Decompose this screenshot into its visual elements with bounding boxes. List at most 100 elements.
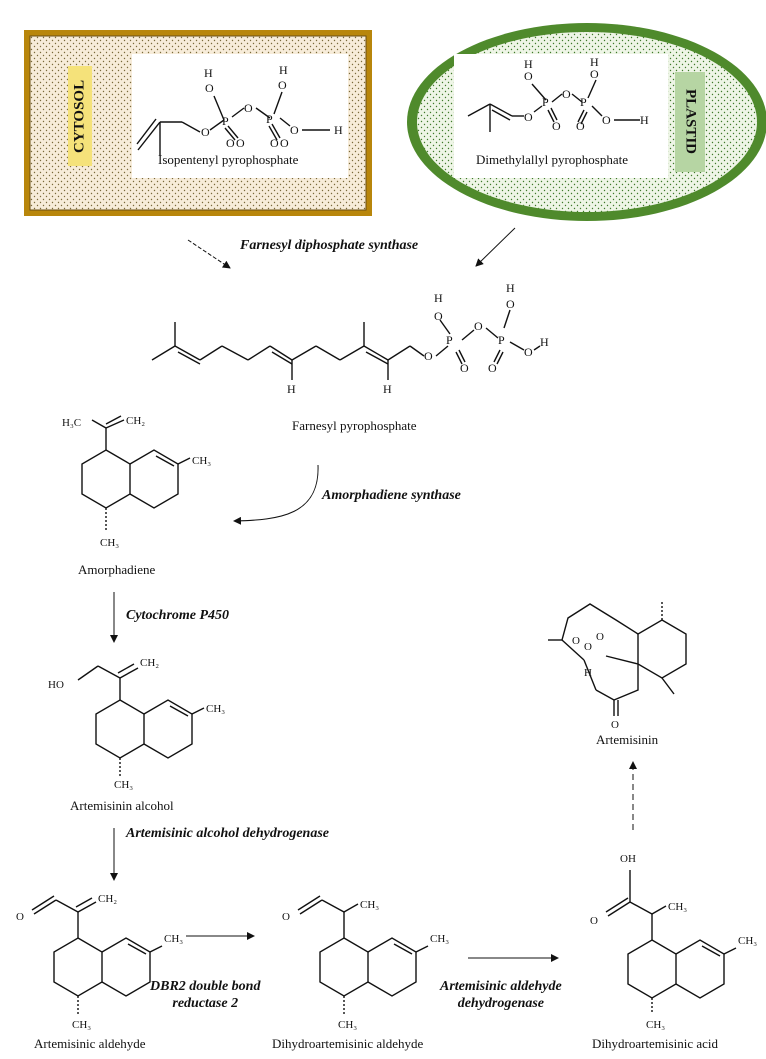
amorphadiene-structure	[81, 415, 191, 530]
ipp-name: Isopentenyl pyrophosphate	[158, 152, 299, 167]
art-aldehyde-name: Artemisinic aldehyde	[34, 1036, 146, 1051]
amorphadiene-name: Amorphadiene	[78, 562, 156, 577]
enzyme-aldh-line2: dehydrogenase	[457, 996, 545, 1011]
svg-text:CH₃: CH₃	[206, 703, 225, 715]
svg-text:O: O	[236, 136, 245, 150]
svg-text:H₃C: H₃C	[62, 417, 81, 429]
svg-text:H: H	[204, 66, 213, 80]
dh-aldehyde-structure	[297, 895, 429, 1014]
svg-text:H: H	[287, 382, 296, 396]
fpp-structure	[151, 309, 525, 380]
svg-text:O: O	[572, 635, 580, 647]
ipp-atom-labels: O P O O H O O P O H O O O H	[201, 63, 343, 150]
svg-text:H: H	[524, 57, 533, 71]
svg-text:OH: OH	[620, 853, 636, 865]
dmapp-structure	[467, 79, 640, 132]
svg-text:O: O	[562, 87, 571, 101]
svg-text:P: P	[222, 114, 229, 128]
svg-text:O: O	[424, 349, 433, 363]
svg-text:O: O	[524, 345, 533, 359]
dmapp-name: Dimethylallyl pyrophosphate	[476, 152, 629, 167]
artemisinin-labels: O O O H O	[572, 631, 619, 731]
svg-text:H: H	[590, 55, 599, 69]
dh-acid-labels: OH O CH₃ CH₃ CH₃	[590, 853, 757, 1031]
svg-text:CH₃: CH₃	[646, 1019, 665, 1031]
svg-text:CH₃: CH₃	[338, 1019, 357, 1031]
svg-text:H: H	[584, 667, 592, 679]
svg-text:O: O	[596, 631, 604, 643]
artemisinin-name: Artemisinin	[596, 732, 659, 747]
svg-text:H: H	[383, 382, 392, 396]
enzyme-dbr2: DBR2 double bond reductase 2	[150, 978, 260, 1012]
svg-text:O: O	[278, 78, 287, 92]
svg-text:O: O	[282, 911, 290, 923]
art-alcohol-structure	[77, 663, 205, 776]
art-aldehyde-structure	[31, 895, 163, 1014]
svg-text:O: O	[16, 911, 24, 923]
svg-text:CH₃: CH₃	[72, 1019, 91, 1031]
svg-text:O: O	[584, 641, 592, 653]
svg-text:O: O	[590, 915, 598, 927]
svg-text:H: H	[434, 291, 443, 305]
svg-text:P: P	[446, 333, 453, 347]
arrow-ipp-to-fpp	[187, 239, 231, 269]
svg-text:CH₃: CH₃	[738, 935, 757, 947]
svg-text:H: H	[334, 123, 343, 137]
svg-text:O: O	[460, 361, 469, 375]
arrow-fpp-to-amorphadiene	[233, 464, 319, 525]
svg-text:O: O	[434, 309, 443, 323]
svg-text:H: H	[279, 63, 288, 77]
amorphadiene-labels: H₃C CH₂ CH₃ CH₃	[62, 415, 211, 549]
svg-text:O: O	[474, 319, 483, 333]
svg-text:CH₂: CH₂	[98, 893, 117, 905]
enzyme-dbr2-line2: reductase 2	[172, 996, 239, 1011]
svg-text:O: O	[201, 125, 210, 139]
svg-text:O: O	[590, 67, 599, 81]
svg-text:O: O	[226, 136, 235, 150]
svg-text:O: O	[524, 69, 533, 83]
art-aldehyde-labels: O CH₂ CH₃ CH₃	[16, 893, 183, 1031]
plastid-compartment	[407, 23, 766, 221]
svg-text:H: H	[506, 281, 515, 295]
svg-text:P: P	[498, 333, 505, 347]
enzyme-dbr2-line1: DBR2 double bond	[150, 979, 261, 994]
svg-text:O: O	[290, 123, 299, 137]
svg-text:O: O	[602, 113, 611, 127]
dh-acid-structure	[605, 870, 737, 1014]
svg-text:P: P	[266, 112, 273, 126]
svg-text:CH₃: CH₃	[114, 779, 133, 791]
svg-text:CH₃: CH₃	[668, 901, 687, 913]
svg-text:H: H	[540, 335, 549, 349]
svg-text:CH₃: CH₃	[164, 933, 183, 945]
svg-text:CH₂: CH₂	[126, 415, 145, 427]
svg-text:CH₃: CH₃	[360, 899, 379, 911]
arrow-dmapp-to-fpp	[475, 227, 516, 267]
enzyme-adh: Artemisinic alcohol dehydrogenase	[126, 826, 329, 841]
svg-text:O: O	[576, 119, 585, 133]
art-alcohol-labels: HO CH₂ CH₃ CH₃	[48, 657, 225, 791]
cytosol-compartment	[24, 30, 372, 216]
enzyme-aldh-line1: Artemisinic aldehyde	[440, 979, 562, 994]
fpp-atom-labels: H H O P O P O H O H O H O O	[287, 281, 549, 396]
enzyme-fds: Farnesyl diphosphate synthase	[240, 238, 419, 253]
svg-text:O: O	[280, 136, 289, 150]
svg-text:O: O	[488, 361, 497, 375]
svg-text:P: P	[542, 95, 549, 109]
dh-aldehyde-labels: O CH₃ CH₃ CH₃	[282, 899, 449, 1031]
fpp-name: Farnesyl pyrophosphate	[292, 418, 417, 433]
enzyme-ads: Amorphadiene synthase	[322, 488, 461, 503]
svg-text:O: O	[506, 297, 515, 311]
ipp-structure	[136, 91, 330, 156]
svg-text:CH₂: CH₂	[140, 657, 159, 669]
svg-text:O: O	[244, 101, 253, 115]
art-alcohol-name: Artemisinin alcohol	[70, 798, 174, 813]
svg-text:CH₃: CH₃	[192, 455, 211, 467]
svg-text:O: O	[552, 119, 561, 133]
enzyme-aldh: Artemisinic aldehyde dehydrogenase	[440, 978, 562, 1012]
svg-text:CH₃: CH₃	[100, 537, 119, 549]
dmapp-atom-labels: O P O P O H O H O H O O	[524, 55, 649, 133]
svg-text:HO: HO	[48, 679, 64, 691]
cytosol-label: CYTOSOL	[71, 79, 88, 153]
svg-text:O: O	[611, 719, 619, 731]
